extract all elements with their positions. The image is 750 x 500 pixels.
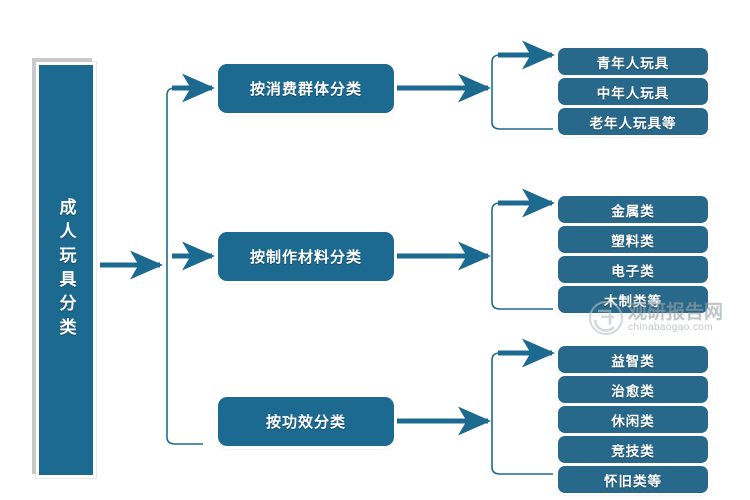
leaf-node-2-3[interactable]: 电子类 <box>558 256 708 283</box>
leaf-node-2-1-label: 金属类 <box>611 203 655 219</box>
leaf-node-3-2-label: 治愈类 <box>611 383 655 399</box>
leaf-node-2-3-label: 电子类 <box>611 263 655 279</box>
leaf-node-2-2[interactable]: 塑料类 <box>558 226 708 253</box>
leaf-node-3-4-label: 竞技类 <box>611 443 655 459</box>
leaf-node-2-4-label: 木制类等 <box>604 293 662 309</box>
leaf-node-1-2-label: 中年人玩具 <box>596 85 670 101</box>
watermark: 观研报告网 chinabaogao.com <box>588 296 743 340</box>
leaf-node-2-4[interactable]: 木制类等 <box>558 286 708 313</box>
leaf-node-3-3[interactable]: 休闲类 <box>558 406 708 433</box>
branch-node-1-label: 按消费群体分类 <box>249 82 362 98</box>
connector-left-spine <box>166 87 203 445</box>
leaf-node-3-5-label: 怀旧类等 <box>604 473 662 489</box>
watermark-cn-label: 观研报告网 <box>628 301 724 323</box>
branch-node-2-label: 按制作材料分类 <box>249 250 362 266</box>
branch-node-3-label: 按功效分类 <box>265 415 346 431</box>
branch-node-1[interactable]: 按消费群体分类 <box>218 64 394 113</box>
leaf-node-1-1-label: 青年人玩具 <box>596 55 670 71</box>
leaf-node-1-1[interactable]: 青年人玩具 <box>558 48 708 75</box>
leaf-node-1-3[interactable]: 老年人玩具等 <box>558 108 708 135</box>
connector-branch-3-right <box>396 338 555 475</box>
leaf-node-3-4[interactable]: 竞技类 <box>558 436 708 463</box>
root-node[interactable]: 成人玩具分类 <box>36 62 96 478</box>
branch-node-2[interactable]: 按制作材料分类 <box>218 232 394 281</box>
watermark-logo-icon <box>588 300 624 336</box>
watermark-text: 观研报告网 chinabaogao.com <box>628 301 724 333</box>
leaf-node-1-2[interactable]: 中年人玩具 <box>558 78 708 105</box>
connector-branch-2-right <box>396 188 555 310</box>
leaf-node-3-2[interactable]: 治愈类 <box>558 376 708 403</box>
leaf-node-1-3-label: 老年人玩具等 <box>589 115 677 131</box>
branch-node-3[interactable]: 按功效分类 <box>218 397 394 446</box>
connector-spine-to-branches <box>172 73 215 271</box>
root-node-label: 成人玩具分类 <box>56 198 76 342</box>
leaf-node-3-1[interactable]: 益智类 <box>558 346 708 373</box>
leaf-node-3-5[interactable]: 怀旧类等 <box>558 466 708 493</box>
watermark-en-label: chinabaogao.com <box>628 321 713 333</box>
connector-branch-1-right <box>396 40 555 130</box>
leaf-node-2-2-label: 塑料类 <box>611 233 655 249</box>
leaf-node-2-1[interactable]: 金属类 <box>558 196 708 223</box>
leaf-node-3-3-label: 休闲类 <box>611 413 655 429</box>
leaf-node-3-1-label: 益智类 <box>611 353 655 369</box>
